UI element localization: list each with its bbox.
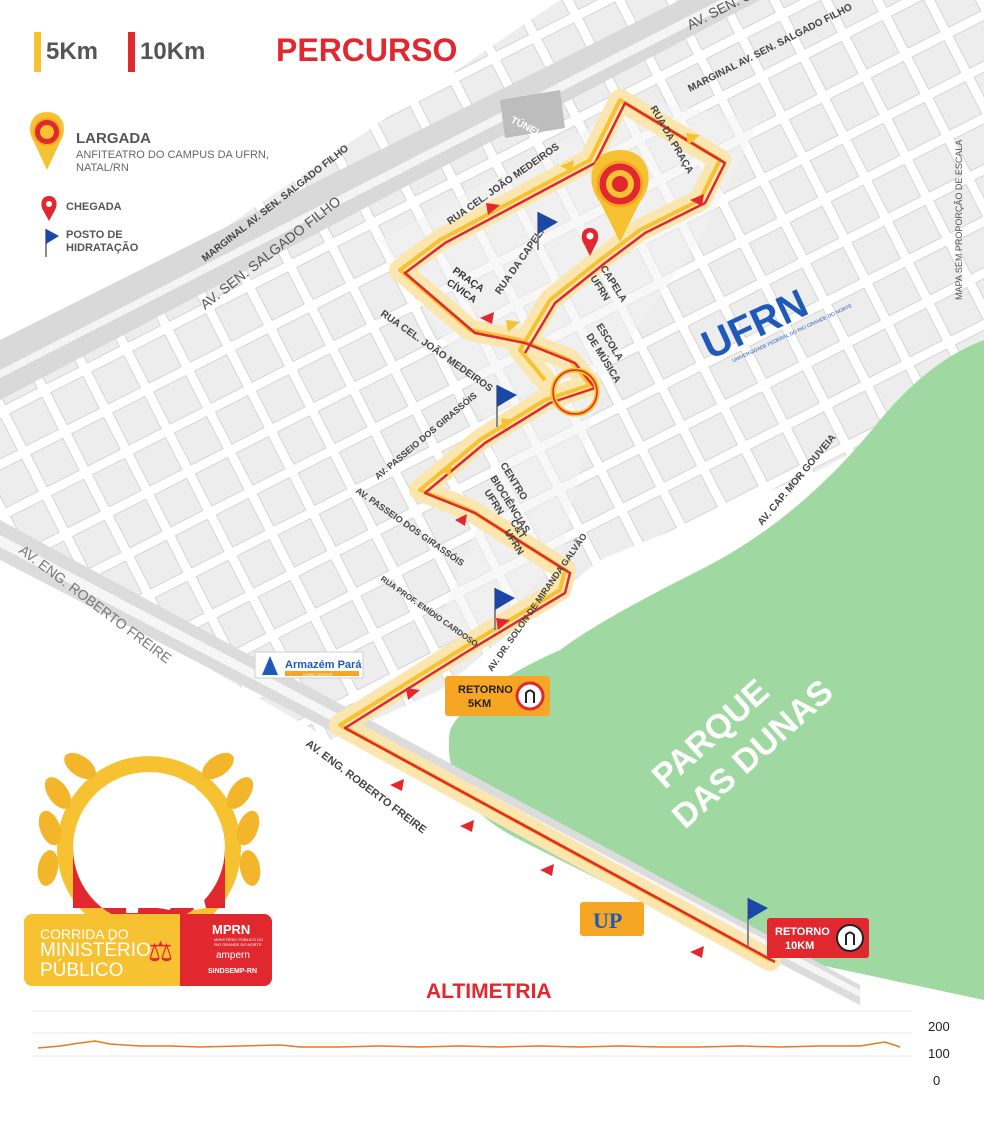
armazem-sub: HOME CENTER: [303, 672, 333, 677]
sindsemp-label: SINDSEMP-RN: [208, 968, 258, 975]
finish-legend-label: CHEGADA: [66, 201, 122, 213]
retorno-10km-line2: 10KM: [785, 940, 814, 952]
mprn-label: MPRN: [212, 922, 251, 937]
event-logo-line1: CORRIDA DO: [40, 926, 129, 942]
finish-legend-icon: [41, 196, 57, 221]
start-legend-place-2: NATAL/RN: [76, 162, 129, 174]
event-logo-line2: MINISTÉRIO: [40, 940, 151, 961]
u-turn-arrow: [525, 689, 535, 703]
legend: LARGADA ANFITEATRO DO CAMPUS DA UFRN, NA…: [26, 112, 306, 262]
armazem-name: Armazém Pará: [285, 659, 362, 671]
legend-10k-bar: [128, 32, 135, 72]
start-legend-place-1: ANFITEATRO DO CAMPUS DA UFRN,: [76, 149, 269, 161]
legend-5k-label: 5Km: [46, 38, 99, 65]
runners-icon: [88, 784, 224, 913]
start-pin-icon: [591, 150, 649, 242]
laurel-wreath-icon: [37, 752, 261, 938]
flag-icon: [494, 588, 515, 630]
up-logo: UP: [580, 902, 644, 936]
av-salgado-filho-road: [0, 0, 760, 400]
start-legend-title: LARGADA: [76, 130, 151, 147]
altimetry-tick-0: 0: [933, 1073, 940, 1088]
flag-icon: [747, 898, 768, 946]
legend-5k-bar: [34, 32, 41, 72]
ampern-label: ampern: [216, 950, 250, 961]
header: 5Km 10Km PERCURSO: [34, 30, 474, 74]
roundabout-10k: [552, 369, 598, 415]
scale-note: MAPA SEM PROPORÇÃO DE ESCALA: [954, 140, 964, 300]
armazem-para-logo: Armazém Pará HOME CENTER: [254, 651, 364, 679]
hydration-legend-icon: [45, 229, 59, 257]
parque-das-dunas: [448, 340, 984, 1000]
hydration-legend-1: POSTO DE: [66, 229, 123, 241]
legend-10k-label: 10Km: [140, 38, 206, 65]
hydration-flags: [494, 212, 768, 946]
retorno-5km-line2: 5KM: [468, 698, 491, 710]
route-arrows-5k: [440, 133, 700, 476]
u-turn-arrow-10k: [845, 931, 855, 945]
flag-icon: [537, 212, 558, 250]
event-logo-line3: PÚBLICO: [40, 960, 124, 981]
retorno-10km-line1: RETORNO: [775, 926, 830, 938]
u-turn-icon-10k: [836, 924, 864, 952]
retorno-5km-line1: RETORNO: [458, 684, 513, 696]
altimetry-tick-100: 100: [928, 1046, 950, 1061]
start-legend-icon: [30, 112, 64, 170]
mprn-sub: MINISTÉRIO PÚBLICO DO RIO GRANDE DO NORT…: [214, 937, 264, 947]
route-5k-line: [338, 98, 771, 962]
finish-pin-icon: [581, 228, 599, 256]
event-logo-red: [180, 914, 272, 986]
event-logo: CORRIDA DO MINISTÉRIO PÚBLICO ⚖ MPRN MIN…: [24, 738, 274, 988]
altimetry-profile: [37, 1040, 901, 1049]
altimetry-tick-200: 200: [928, 1019, 950, 1034]
retorno-10km-sign: RETORNO 10KM: [767, 918, 869, 958]
scales-icon: ⚖: [148, 936, 174, 967]
retorno-5km-sign: RETORNO 5KM: [445, 676, 550, 716]
flag-icon: [496, 385, 517, 427]
route-10k: [343, 101, 776, 964]
u-turn-icon: [515, 681, 545, 711]
up-logo-text: UP: [593, 908, 622, 933]
page-title: PERCURSO: [276, 32, 458, 68]
tunnel: [500, 90, 565, 138]
altimetry-title: ALTIMETRIA: [426, 980, 552, 1003]
armazem-icon: [262, 656, 278, 675]
hydration-legend-2: HIDRATAÇÃO: [66, 242, 139, 254]
